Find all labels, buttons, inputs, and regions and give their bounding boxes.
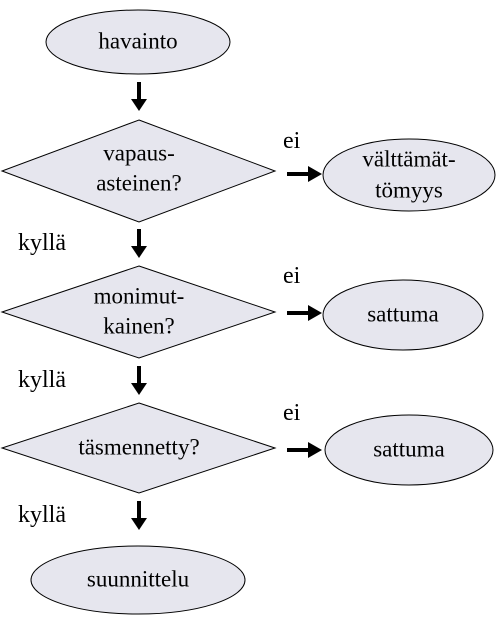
decision2-node: monimut- kainen? bbox=[0, 265, 277, 359]
arrow-decision2-to-decision3 bbox=[131, 366, 147, 395]
outcome2-ellipse bbox=[322, 279, 484, 351]
outcome2-node: sattuma bbox=[322, 279, 484, 351]
outcome3-label: sattuma bbox=[373, 436, 445, 461]
outcome1-label-line2: tömyys bbox=[375, 177, 443, 202]
arrow-head bbox=[308, 166, 322, 182]
start-node: havainto bbox=[45, 9, 231, 75]
arrow-head bbox=[131, 99, 147, 111]
yes-label-1: kyllä bbox=[18, 230, 66, 256]
arrow-decision2-to-outcome2 bbox=[287, 305, 322, 321]
yes-label-2: kyllä bbox=[18, 367, 66, 393]
outcome2-label: sattuma bbox=[367, 301, 439, 326]
start-ellipse bbox=[45, 9, 231, 75]
outcome3-node: sattuma bbox=[324, 414, 494, 486]
arrow-decision3-to-end bbox=[131, 501, 147, 530]
outcome1-label-line1: välttämät- bbox=[362, 146, 455, 171]
end-node: suunnittelu bbox=[30, 545, 246, 615]
decision1-node: vapaus- asteinen? bbox=[0, 119, 277, 223]
no-label-1: ei bbox=[283, 128, 301, 154]
no-label-2: ei bbox=[283, 263, 301, 289]
yes-label-3: kyllä bbox=[18, 502, 66, 528]
end-label: suunnittelu bbox=[87, 566, 190, 591]
arrow-decision3-to-outcome3 bbox=[287, 442, 322, 458]
arrow-start-to-decision1 bbox=[131, 82, 147, 111]
decision2-label-line1: monimut- bbox=[94, 283, 185, 308]
decision1-label-line2: asteinen? bbox=[96, 170, 182, 195]
decision3-label: täsmennetty? bbox=[78, 434, 199, 459]
end-ellipse bbox=[30, 545, 246, 615]
arrow-head bbox=[308, 305, 322, 321]
arrow-decision1-to-outcome1 bbox=[287, 166, 322, 182]
decision2-diamond bbox=[0, 265, 277, 359]
start-label: havainto bbox=[98, 28, 177, 53]
decision1-diamond bbox=[0, 119, 277, 223]
decision2-label-line2: kainen? bbox=[103, 313, 175, 338]
outcome3-ellipse bbox=[324, 414, 494, 486]
arrow-head bbox=[131, 383, 147, 395]
arrow-head bbox=[131, 246, 147, 258]
decision3-node: täsmennetty? bbox=[0, 402, 277, 494]
decision1-label-line1: vapaus- bbox=[103, 140, 175, 165]
outcome1-node: välttämät- tömyys bbox=[322, 138, 496, 212]
no-label-3: ei bbox=[283, 400, 301, 426]
arrow-head bbox=[308, 442, 322, 458]
arrow-head bbox=[131, 518, 147, 530]
decision3-diamond bbox=[0, 402, 277, 494]
outcome1-ellipse bbox=[322, 138, 496, 212]
arrow-decision1-to-decision2 bbox=[131, 229, 147, 258]
